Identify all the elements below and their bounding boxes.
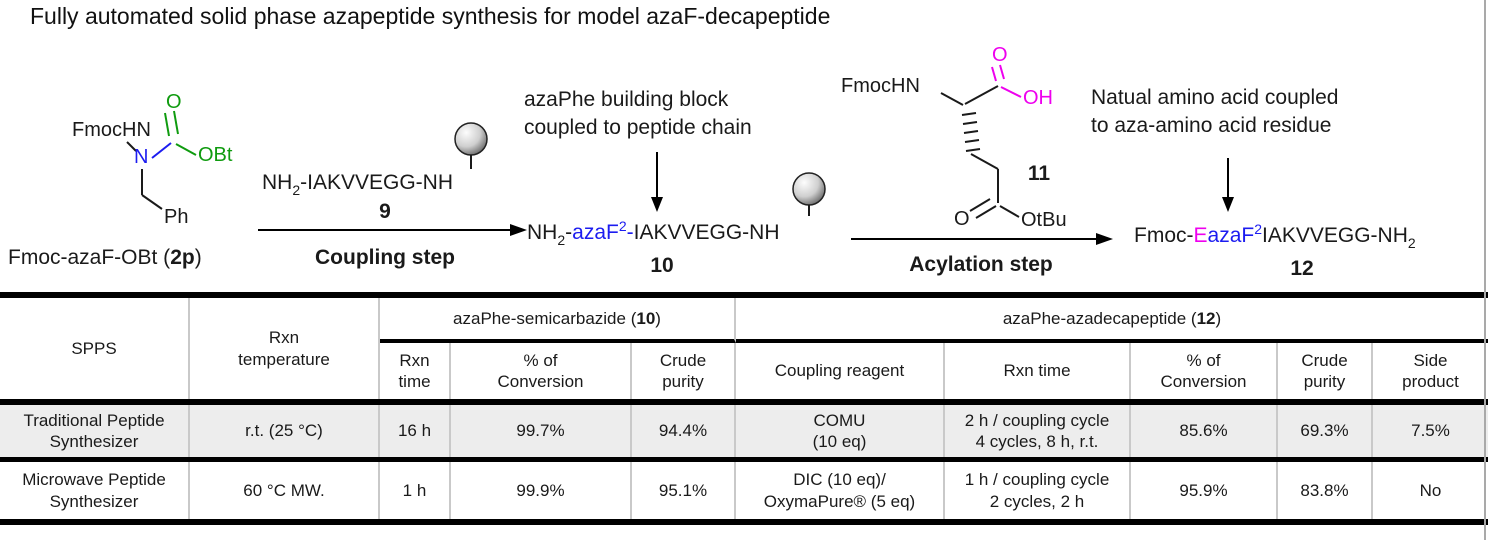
atom-label-fmochn-11: FmocHN xyxy=(841,75,920,97)
header-group-semicarbazide: azaPhe-semicarbazide (10) xyxy=(380,298,736,343)
header-conversion: % of Conversion xyxy=(451,343,632,399)
structure-2p-bonds xyxy=(126,110,197,210)
table-header: SPPS Rxn temperature azaPhe-semicarbazid… xyxy=(0,298,1488,399)
figure-right-border xyxy=(1484,0,1486,540)
compound-12-number: 12 xyxy=(1290,257,1314,280)
header-rxn-temperature: Rxn temperature xyxy=(190,298,380,399)
cell-conversion-2: 95.9% xyxy=(1131,462,1278,519)
atom-label-o-acid: O xyxy=(992,44,1008,66)
peptide-9-sequence: NH2-IAKVVEGG-NH xyxy=(262,171,453,198)
atom-label-obt: OBt xyxy=(198,144,233,166)
cell-spps: Microwave Peptide Synthesizer xyxy=(0,462,190,519)
cell-conversion: 99.7% xyxy=(451,405,632,457)
cell-crude-purity-2: 69.3% xyxy=(1278,405,1373,457)
table-bottom-border xyxy=(0,519,1488,525)
cell-rxn-time-2: 1 h / coupling cycle 2 cycles, 2 h xyxy=(945,462,1131,519)
peptide-12-sequence: Fmoc-EazaF2IAKVVEGG-NH2 xyxy=(1134,221,1416,251)
cell-rxn-time: 16 h xyxy=(380,405,451,457)
spps-comparison-table: SPPS Rxn temperature azaPhe-semicarbazid… xyxy=(0,292,1488,525)
compound-11-number: 11 xyxy=(1027,162,1051,185)
resin-bead-icon xyxy=(792,172,826,216)
compound-9-number: 9 xyxy=(379,200,391,223)
cell-conversion: 99.9% xyxy=(451,462,632,519)
compound-2p-label: Fmoc-azaF-OBt (2p) xyxy=(8,246,202,269)
header-conversion-2: % of Conversion xyxy=(1131,343,1278,399)
cell-crude-purity: 95.1% xyxy=(632,462,736,519)
header-spps: SPPS xyxy=(0,298,190,399)
cell-rxn-time: 1 h xyxy=(380,462,451,519)
annotation-10-line2: coupled to peptide chain xyxy=(524,116,752,139)
cell-temp: 60 °C MW. xyxy=(190,462,380,519)
cell-rxn-time-2: 2 h / coupling cycle 4 cycles, 8 h, r.t. xyxy=(945,405,1131,457)
structure-11-bonds xyxy=(940,64,1022,219)
atom-label-otbu: OtBu xyxy=(1021,209,1067,231)
resin-bead-icon xyxy=(454,122,488,169)
header-crude-purity: Crude purity xyxy=(632,343,736,399)
cell-coupling-reagent: COMU (10 eq) xyxy=(736,405,945,457)
coupling-arrow xyxy=(258,224,527,236)
annotation-12-line1: Natual amino acid coupled xyxy=(1091,86,1339,109)
annotation-10-line1: azaPhe building block xyxy=(524,88,729,111)
atom-label-n: N xyxy=(134,146,149,168)
header-side-product: Side product xyxy=(1402,350,1459,391)
coupling-step-label: Coupling step xyxy=(315,246,455,269)
table-row-traditional: Traditional Peptide Synthesizer r.t. (25… xyxy=(0,405,1488,457)
cell-crude-purity: 94.4% xyxy=(632,405,736,457)
cell-coupling-reagent: DIC (10 eq)/ OxymaPure® (5 eq) xyxy=(736,462,945,519)
table-row-microwave: Microwave Peptide Synthesizer 60 °C MW. … xyxy=(0,462,1488,519)
header-rxn-time-2: Rxn time xyxy=(945,343,1131,399)
compound-10-number: 10 xyxy=(650,254,674,277)
cell-conversion-2: 85.6% xyxy=(1131,405,1278,457)
header-crude-purity-2: Crude purity xyxy=(1278,343,1373,399)
cell-temp: r.t. (25 °C) xyxy=(190,405,380,457)
acylation-step-label: Acylation step xyxy=(909,253,1053,276)
atom-label-ph: Ph xyxy=(164,206,189,228)
cell-crude-purity-2: 83.8% xyxy=(1278,462,1373,519)
atom-label-fmochn: FmocHN xyxy=(72,119,151,141)
atom-label-o: O xyxy=(166,91,182,113)
header-rxn-time: Rxn time xyxy=(380,343,451,399)
annotation-12-line2: to aza-amino acid residue xyxy=(1091,114,1332,137)
atom-label-o-ester: O xyxy=(954,208,970,230)
cell-side-product: 7.5% xyxy=(1411,421,1450,441)
table-top-border xyxy=(0,292,1488,298)
header-group-azadecapeptide: azaPhe-azadecapeptide (12) xyxy=(736,298,1488,343)
annotation-arrow-10 xyxy=(651,152,663,212)
atom-label-oh: OH xyxy=(1023,87,1053,109)
peptide-10-sequence: NH2-azaF2-IAKVVEGG-NH xyxy=(527,218,780,248)
annotation-arrow-12 xyxy=(1222,158,1234,212)
row-divider-border xyxy=(0,457,1488,462)
reaction-scheme-canvas xyxy=(126,64,1234,245)
header-coupling-reagent: Coupling reagent xyxy=(736,343,945,399)
cell-side-product: No xyxy=(1419,480,1442,500)
header-bottom-border xyxy=(0,399,1488,405)
acylation-arrow xyxy=(851,233,1113,245)
cell-spps: Traditional Peptide Synthesizer xyxy=(0,405,190,457)
figure-title: Fully automated solid phase azapeptide s… xyxy=(30,3,831,29)
